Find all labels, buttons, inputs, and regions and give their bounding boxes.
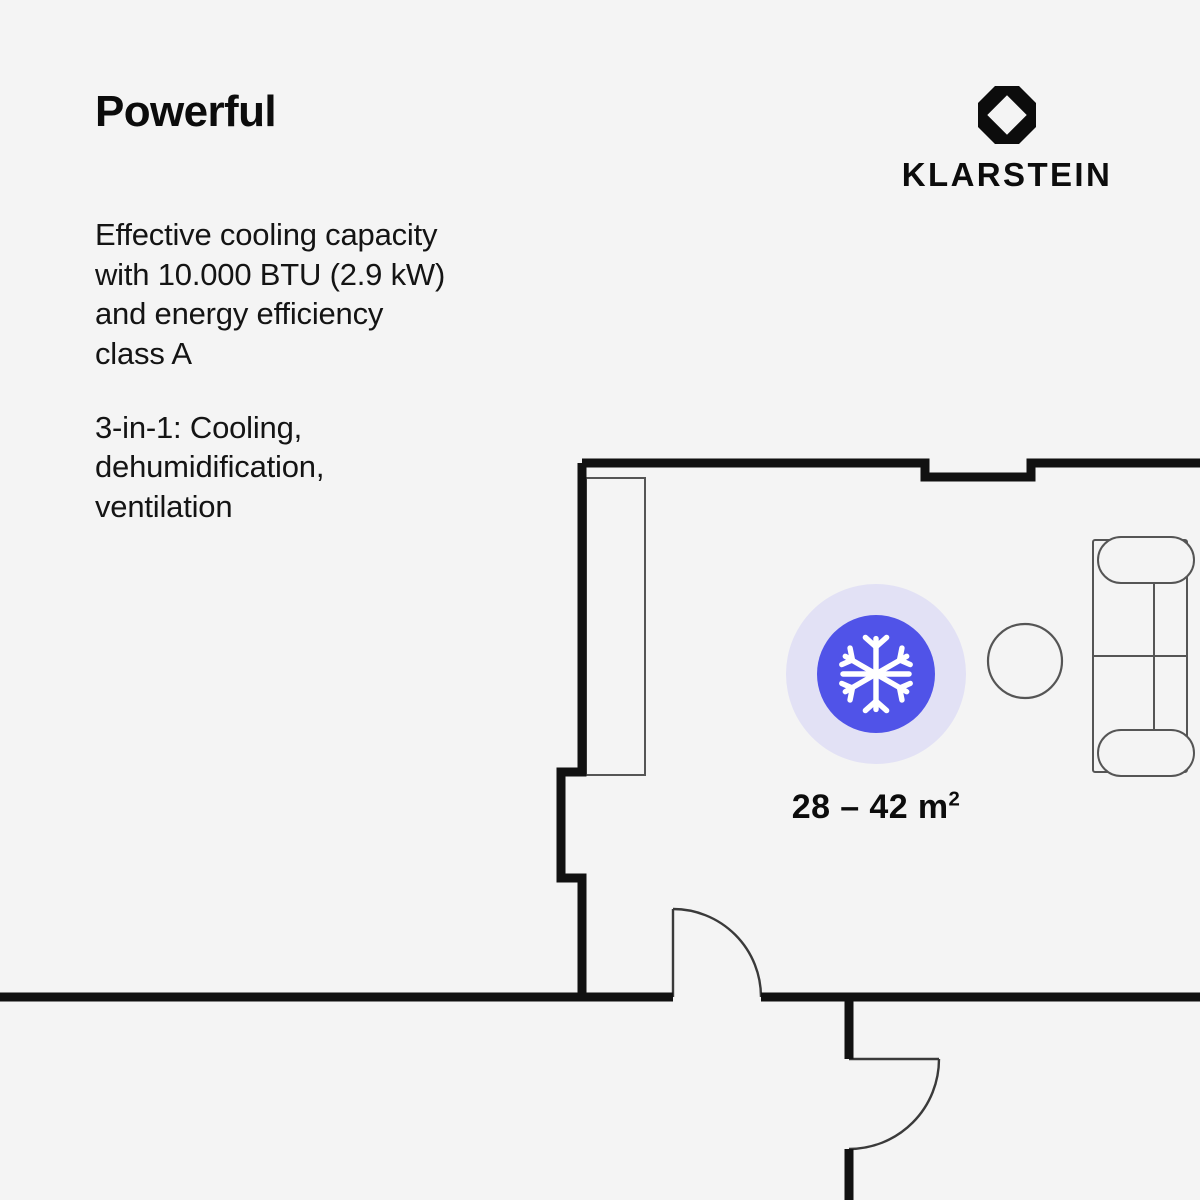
door-bottom — [848, 1057, 941, 1151]
page-title: Powerful — [95, 87, 277, 136]
cooling-coverage-badge — [786, 584, 966, 764]
walls — [0, 458, 1200, 1200]
feature-list: Effective cooling capacity with 10.000 B… — [95, 215, 565, 527]
coverage-area-unit-exponent: 2 — [948, 788, 961, 811]
brand-name: KLARSTEIN — [901, 156, 1113, 193]
round-table — [986, 622, 1064, 700]
octagon-diamond-logo-icon — [978, 86, 1036, 144]
feature-text-capacity: Effective cooling capacity with 10.000 B… — [95, 217, 446, 372]
brand-logo: KLARSTEIN — [893, 86, 1121, 191]
feature-text-modes: 3-in-1: Cooling, dehumidification, venti… — [95, 409, 325, 525]
window — [585, 477, 646, 776]
coverage-area-value: 28 – 42 m — [791, 788, 949, 826]
sofa — [1092, 536, 1195, 777]
coverage-area-label: 28 – 42 m2 — [736, 788, 1016, 827]
snowflake-icon — [839, 634, 913, 714]
door-top — [671, 907, 763, 998]
